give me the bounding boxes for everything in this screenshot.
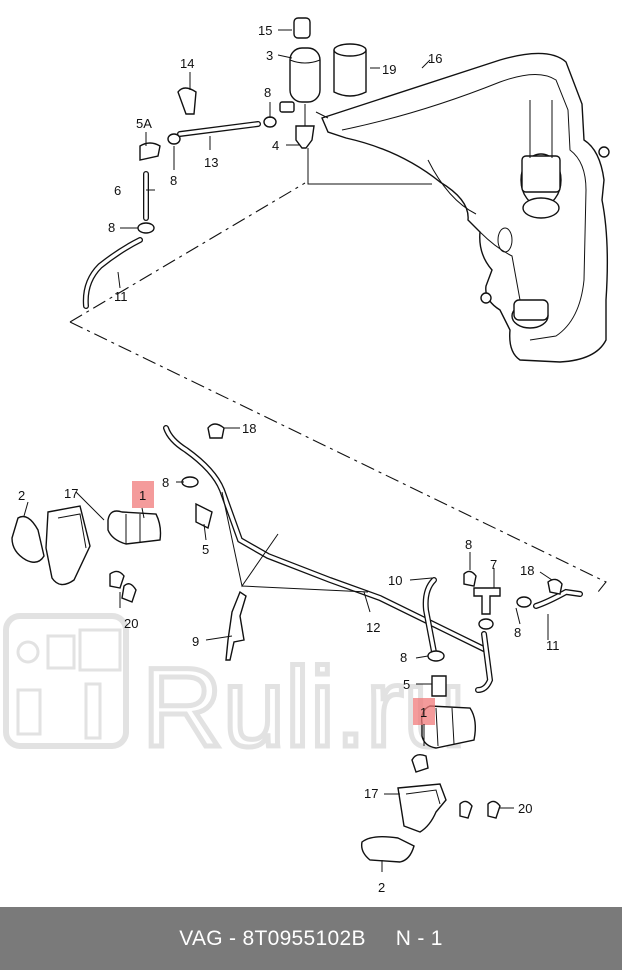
callout-14: 14	[180, 56, 194, 71]
callout-5-right: 5	[403, 677, 410, 692]
callout-labels: 15 3 19 16 14 5A 8 8 13 4 6 8 11 18 8 2 …	[18, 23, 560, 895]
callout-1-left: 1	[139, 488, 146, 503]
callout-8-right-pump: 8	[400, 650, 407, 665]
callout-6: 6	[114, 183, 121, 198]
callout-19: 19	[382, 62, 396, 77]
separator-line	[69, 182, 607, 593]
brand-label: VAG	[179, 926, 223, 950]
callout-3: 3	[266, 48, 273, 63]
callout-8-top-clip: 8	[264, 85, 271, 100]
callout-20-right: 20	[518, 801, 532, 816]
leader-lines	[23, 29, 553, 872]
callout-8-hose-clip: 8	[108, 220, 115, 235]
callout-5a: 5A	[136, 116, 152, 131]
part-footer-bar: VAG - 8T0955102B N - 1	[0, 907, 622, 970]
callout-11-top: 11	[114, 289, 128, 304]
callout-11-bottom: 11	[546, 638, 560, 653]
callout-2-left: 2	[18, 488, 25, 503]
callout-8-right-tee: 8	[465, 537, 472, 552]
callout-5-left: 5	[202, 542, 209, 557]
callout-20-left: 20	[124, 616, 138, 631]
callout-9: 9	[192, 634, 199, 649]
left-headlamp-washer	[11, 423, 489, 661]
part-number: 8T0955102B	[242, 926, 366, 950]
callout-2-right: 2	[378, 880, 385, 895]
callout-4: 4	[272, 138, 279, 153]
callout-10: 10	[388, 573, 402, 588]
callout-18-right: 18	[520, 563, 534, 578]
callout-18-left: 18	[242, 421, 256, 436]
callout-17-left: 17	[64, 486, 78, 501]
callout-8-left-pump: 8	[162, 475, 169, 490]
callout-13: 13	[204, 155, 218, 170]
page-reference: N - 1	[395, 926, 443, 950]
highlight-part-1-right	[413, 698, 435, 725]
right-headlamp-washer	[360, 570, 583, 863]
callout-8-left-clip: 8	[170, 173, 177, 188]
callout-17-right: 17	[364, 786, 378, 801]
callout-1-right: 1	[420, 705, 427, 720]
washer-reservoir	[321, 52, 610, 363]
callout-7: 7	[490, 557, 497, 572]
callout-16: 16	[428, 51, 442, 66]
parts-diagram: Ruli.ru	[3, 17, 610, 895]
callout-12: 12	[366, 620, 380, 635]
callout-15: 15	[258, 23, 272, 38]
highlight-part-1-left	[132, 481, 154, 508]
front-pump-assembly	[279, 17, 432, 185]
top-hoses	[82, 87, 277, 309]
callout-8-right-clip: 8	[514, 625, 521, 640]
footer-separator: -	[222, 926, 243, 950]
